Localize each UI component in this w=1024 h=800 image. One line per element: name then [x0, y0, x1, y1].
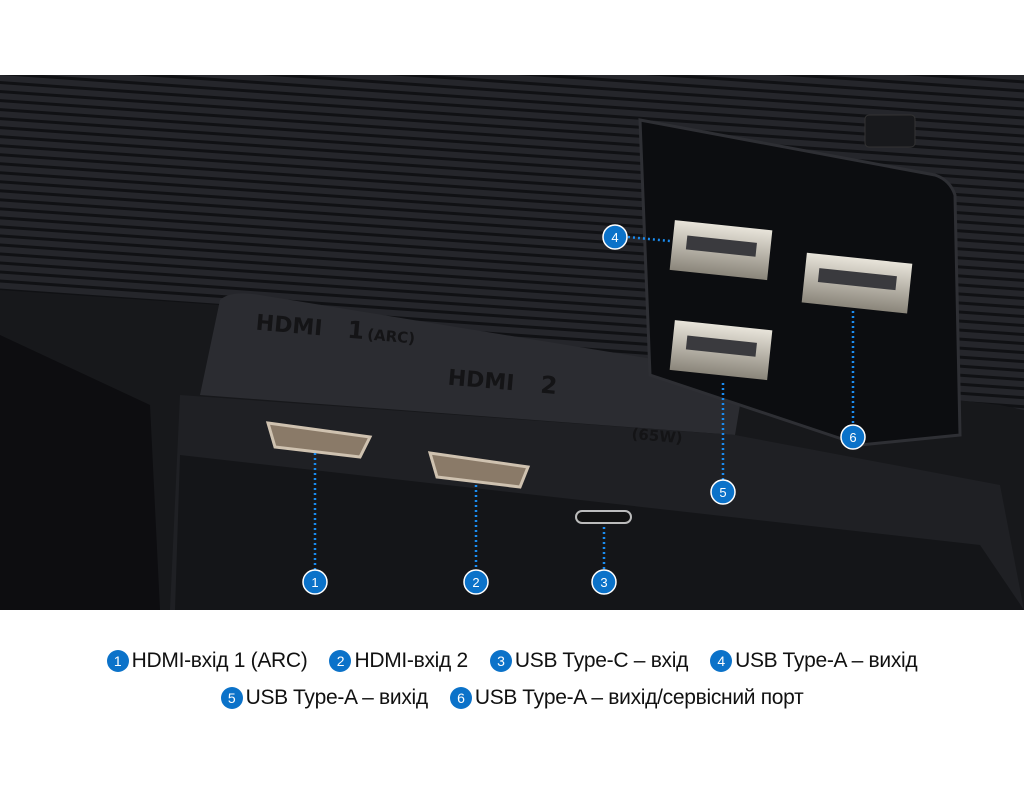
legend-badge: 4	[710, 650, 733, 672]
hdmi1-printed-label: HDMI	[255, 311, 324, 342]
svg-text:4: 4	[611, 230, 618, 245]
label-strip	[200, 293, 741, 435]
usbc-power-printed: (65W)	[631, 425, 684, 447]
hdmi2-printed-label: HDMI	[447, 366, 516, 397]
legend-badge: 3	[489, 650, 512, 672]
usb-a-port-6	[801, 252, 913, 314]
hdmi-port-2	[427, 451, 531, 489]
usb-c-port	[575, 510, 632, 524]
svg-text:3: 3	[600, 575, 607, 590]
legend-label: USB Type-C – вхід	[514, 649, 689, 672]
legend-badge: 5	[220, 687, 243, 709]
hdmi1-arc-printed: (ARC)	[366, 325, 415, 347]
legend-badge: 2	[329, 650, 352, 672]
callout-badge-6: 6	[840, 424, 866, 450]
legend-label: HDMI-вхід 1 (ARC)	[131, 649, 308, 672]
callout-badge-4: 4	[602, 224, 628, 250]
callout-leaders	[313, 235, 855, 570]
callout-badge-5: 5	[710, 479, 736, 505]
legend-label: USB Type-A – вихід/сервісний порт	[474, 686, 804, 709]
svg-text:6: 6	[849, 430, 856, 445]
legend-badge: 6	[449, 687, 472, 709]
hdmi2-printed-number: 2	[539, 371, 558, 400]
svg-text:1: 1	[311, 575, 318, 590]
kensington-lock-slot	[864, 114, 916, 148]
monitor-ports-photo: HDMI 1 (ARC) HDMI 2 (65W) 1 2 3 4 5 6	[0, 75, 1024, 610]
legend-label: HDMI-вхід 2	[354, 649, 468, 672]
callout-badges: 1 2 3 4 5 6	[302, 224, 866, 595]
legend-label: USB Type-A – вихід	[245, 686, 429, 709]
usb-a-port-5	[669, 320, 773, 381]
callout-badge-3: 3	[591, 569, 617, 595]
hdmi-port-1	[265, 421, 373, 459]
legend-badge: 1	[106, 650, 129, 672]
callout-badge-1: 1	[302, 569, 328, 595]
svg-text:5: 5	[719, 485, 726, 500]
callout-badge-2: 2	[463, 569, 489, 595]
hdmi1-printed-number: 1	[346, 316, 365, 345]
svg-text:2: 2	[472, 575, 479, 590]
usb-a-port-4	[669, 220, 773, 281]
legend-label: USB Type-A – вихід	[735, 649, 918, 672]
